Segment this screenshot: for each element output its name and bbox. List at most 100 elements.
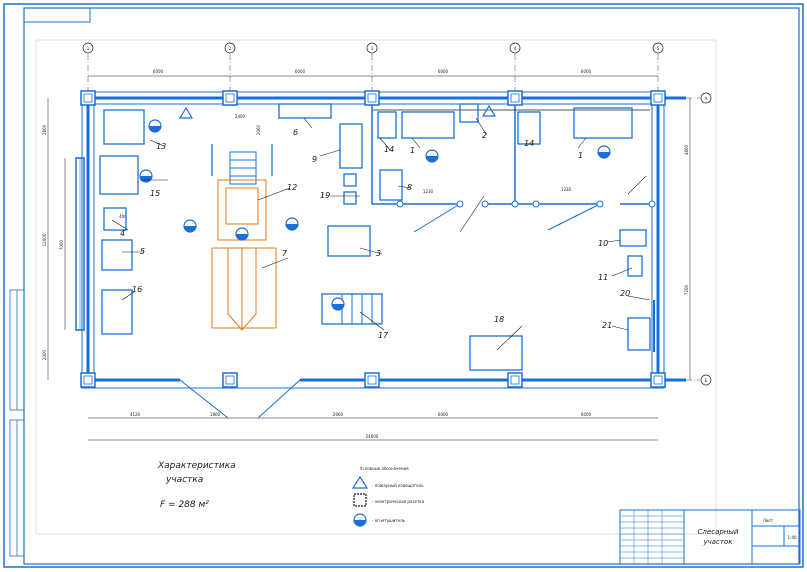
column-core — [83, 93, 93, 103]
column-core — [225, 375, 235, 385]
equipment-number: 1 — [410, 146, 415, 155]
legend-item-2: - электрическая розетка — [372, 499, 425, 504]
equipment-number: 4 — [120, 229, 125, 238]
axis-bubble-col — [652, 42, 664, 54]
column-core — [367, 93, 377, 103]
vehicle-outline — [211, 179, 277, 331]
column-square — [364, 372, 380, 388]
legend-item-3: - огнетушитель — [372, 518, 406, 523]
column-square — [80, 372, 96, 388]
equipment-number: 8 — [407, 183, 412, 192]
column-core — [653, 375, 663, 385]
equipment-number: 15 — [150, 189, 160, 198]
extinguisher-icon — [235, 227, 249, 241]
door-swings — [179, 203, 601, 419]
equipment-number: 17 — [378, 331, 389, 340]
dim-left-total: 12000 — [42, 233, 47, 246]
equipment-number: 3 — [376, 249, 381, 258]
structural-columns — [80, 90, 666, 388]
column-square — [222, 90, 238, 106]
legend-icons — [351, 475, 369, 507]
dim-top-1: 6000 — [153, 69, 164, 74]
dim-bottom-2: 1800 — [210, 412, 221, 417]
legend-title: Условные обозначения — [360, 466, 409, 471]
dim-misc-b: 2060 — [256, 124, 261, 135]
column-square — [222, 372, 238, 388]
axis-label-col: 3 — [371, 46, 374, 51]
outer-frame — [3, 3, 804, 568]
left-margin-strips — [9, 289, 25, 557]
axis-bubble-row — [700, 374, 712, 386]
bottom-span-labels: 4120 1800 2060 6000 6000 24000 — [130, 412, 592, 439]
top-span-labels: 6000 6000 6000 6000 — [153, 69, 592, 74]
dim-right-top: 4800 — [684, 144, 689, 155]
axis-bubble-col — [509, 42, 521, 54]
equipment-number: 7 — [282, 249, 288, 258]
equipment-number: 6 — [293, 128, 298, 137]
axis-label-col: 2 — [229, 46, 232, 51]
column-square — [364, 90, 380, 106]
column-core — [83, 375, 93, 385]
dim-right-bottom: 7200 — [684, 284, 689, 295]
extinguisher-icon — [139, 169, 153, 183]
axis-label-col: 5 — [657, 46, 660, 51]
dim-top-4: 6000 — [581, 69, 592, 74]
axis-label-row: А — [705, 96, 708, 101]
leader-lines — [111, 117, 651, 351]
utility-nodes — [396, 200, 656, 208]
half-circle-icon — [353, 513, 367, 527]
equipment-number: 19 — [320, 191, 330, 200]
dim-bottom-4: 6000 — [438, 412, 449, 417]
dim-small: 400 — [119, 214, 127, 219]
inner-partitions — [371, 104, 652, 205]
dim-misc-a: 2400 — [235, 114, 246, 119]
extinguisher-icon — [425, 149, 439, 163]
dim-door-1: 1230 — [423, 189, 434, 194]
dim-left-bottom: 2000 — [42, 349, 47, 360]
column-square — [650, 90, 666, 106]
dim-door-2: 1230 — [561, 187, 572, 192]
extinguisher-icon — [597, 145, 611, 159]
title-scale: 1:40 — [788, 535, 797, 540]
equipment-number: 9 — [312, 155, 317, 164]
dim-top-3: 6000 — [438, 69, 449, 74]
axis-grid-lines — [87, 54, 700, 381]
equipment-number: 13 — [156, 142, 166, 151]
axis-bubble-col — [366, 42, 378, 54]
column-square — [80, 90, 96, 106]
column-square — [507, 90, 523, 106]
column-core — [225, 93, 235, 103]
equipment — [99, 103, 655, 371]
fire-extinguishers — [139, 119, 611, 311]
equipment-number: 1 — [578, 151, 583, 160]
equipment-number: 11 — [598, 273, 608, 282]
dim-bottom-3: 2060 — [333, 412, 344, 417]
legend-item-1: - пожарный извещатель — [372, 483, 424, 488]
dim-top-2: 6000 — [295, 69, 306, 74]
equipment-number: 18 — [494, 315, 504, 324]
axis-bubble-row — [700, 92, 712, 104]
equipment-number: 14 — [384, 145, 394, 154]
inner-frame — [23, 7, 800, 565]
title-sheet: Лист — [763, 518, 774, 523]
extinguisher-icon — [183, 219, 197, 233]
square-icon — [353, 493, 367, 507]
title-name-1: Слесарный — [698, 528, 739, 536]
extinguisher-icon — [285, 217, 299, 231]
axis-label-col: 4 — [514, 46, 517, 51]
column-core — [510, 93, 520, 103]
dim-left-mid: 7000 — [59, 239, 64, 250]
axis-label-col: 1 — [87, 46, 90, 51]
dim-bottom-1: 4120 — [130, 412, 141, 417]
axis-bubble-col — [82, 42, 94, 54]
dim-left-top: 2800 — [42, 124, 47, 135]
stair-platform — [229, 151, 373, 324]
fire-detectors — [178, 104, 497, 119]
title-block — [619, 509, 801, 565]
dim-bottom-total: 24000 — [366, 434, 379, 439]
column-square — [507, 372, 523, 388]
extinguisher-icon — [331, 297, 345, 311]
equipment-number: 14 — [524, 139, 534, 148]
